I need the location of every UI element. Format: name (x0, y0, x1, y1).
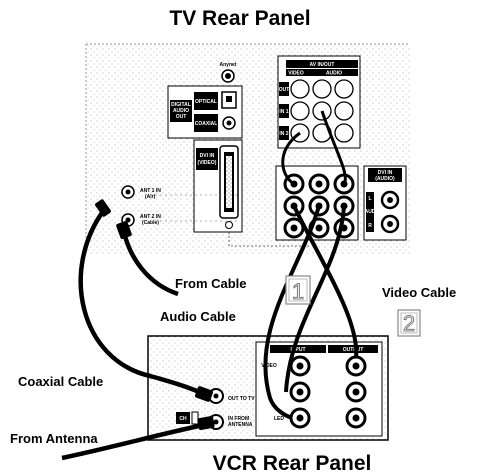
dvi-audio-l-label: L (368, 196, 371, 202)
step-1-marker: 1 (285, 275, 311, 305)
av-audio-header: AUDIO (326, 71, 342, 77)
dvi-in-port[interactable] (219, 145, 239, 219)
av-out-video-jack[interactable] (290, 79, 310, 99)
ant1-in-line1: ANT 1 IN (140, 188, 161, 194)
vcr-input-video-jack[interactable] (289, 355, 311, 377)
video-cable (281, 131, 359, 359)
vcr-rear-panel-title: VCR Rear Panel (213, 452, 372, 475)
anynet-label: Anynet (220, 62, 237, 68)
digital-audio-out-line3: OUT (176, 114, 187, 120)
dvi-screw-icon (225, 221, 233, 229)
av-in-out-label: AV IN/OUT (310, 62, 335, 68)
av-in1-video-jack[interactable] (290, 101, 310, 121)
dvi-in-video-line1: DVI IN (200, 153, 215, 159)
vcr-input-audio-l-jack[interactable] (289, 381, 311, 403)
av-out-audio-r-jack[interactable] (334, 79, 354, 99)
coaxial-digital-jack[interactable] (222, 116, 236, 130)
av-out-label: OUT (279, 87, 290, 93)
audio-cable (263, 110, 347, 420)
vcr-in-from-antenna-line2: ANTENNA (228, 422, 253, 428)
step-2-number: 2 (403, 311, 415, 336)
av-in2-label: IN 2 (279, 131, 288, 137)
video-cable-label: Video Cable (382, 285, 456, 300)
dvi-audio-r-label: R (368, 223, 372, 229)
dvi-audio-l-jack[interactable] (380, 190, 400, 210)
optical-port[interactable] (221, 91, 237, 109)
ant1-in-jack[interactable] (121, 185, 135, 199)
av-in2-audio-r-jack[interactable] (334, 123, 354, 143)
dvi-in-audio-line2: (AUDIO) (375, 176, 395, 182)
step-2-marker: 2 (397, 309, 421, 337)
vcr-in-from-antenna-line1: IN FROM (228, 416, 249, 422)
av-in1-label: IN 1 (279, 109, 288, 115)
ant2-in-line2: (Cable) (142, 220, 159, 226)
component-jack-r1c2[interactable] (308, 173, 330, 195)
dvi-in-video-line2: (VIDEO) (198, 160, 217, 166)
from-antenna-cable (61, 416, 215, 461)
from-cable-cable (116, 220, 179, 297)
vcr-ch-switch-label: CH (179, 416, 187, 422)
coaxial-cable-label: Coaxial Cable (18, 374, 103, 389)
tv-rear-panel: Anynet DIGITAL AUDIO OUT OPTICAL COAXIAL… (85, 43, 410, 254)
vcr-led-label: LED (274, 416, 284, 422)
ant1-in-line2: (Air) (145, 194, 156, 200)
digital-audio-out-line2: AUDIO (173, 108, 189, 114)
vcr-video-label: VIDEO (261, 363, 277, 369)
digital-audio-out-line1: DIGITAL (171, 102, 191, 108)
av-out-audio-l-jack[interactable] (312, 79, 332, 99)
vcr-output-audio-r-jack[interactable] (345, 407, 367, 429)
from-antenna-label: From Antenna (10, 431, 98, 446)
av-in1-audio-r-jack[interactable] (334, 101, 354, 121)
coaxial-label: COAXIAL (195, 121, 218, 127)
vcr-input-audio-r-jack[interactable] (289, 407, 311, 429)
dvi-audio-aud-label: AUD (365, 209, 376, 215)
optical-label: OPTICAL (195, 99, 217, 105)
tv-rear-panel-title: TV Rear Panel (169, 7, 310, 30)
vcr-input-label: INPUT (291, 347, 306, 353)
vcr-output-label: OUTPUT (343, 347, 364, 353)
audio-cable-label: Audio Cable (160, 309, 236, 324)
from-cable-label: From Cable (175, 276, 247, 291)
vcr-ch-switch[interactable] (191, 411, 199, 425)
av-video-header: VIDEO (288, 71, 304, 77)
dvi-audio-r-jack[interactable] (380, 214, 400, 234)
vcr-output-audio-l-jack[interactable] (345, 381, 367, 403)
step-1-number: 1 (292, 279, 304, 304)
dvi-in-audio-line1: DVI IN (378, 170, 393, 176)
ant2-in-line1: ANT 2 IN (140, 214, 161, 220)
anynet-jack[interactable] (221, 69, 235, 83)
coaxial-cable (78, 199, 214, 402)
vcr-out-to-tv-label: OUT TO TV (228, 396, 255, 402)
